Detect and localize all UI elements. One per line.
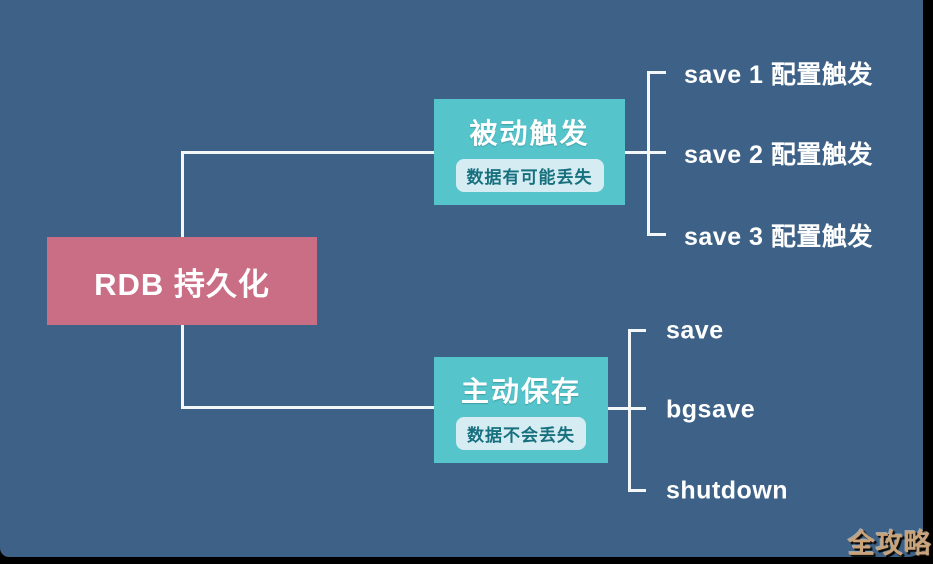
branch2-note-pill: 数据不会丢失 xyxy=(456,417,586,450)
bracket-branch2-tick-top xyxy=(628,329,646,332)
leaf-save: save xyxy=(666,316,724,345)
connector-branch2-to-bracket xyxy=(608,407,646,410)
node-rdb-root: RDB 持久化 xyxy=(47,237,317,325)
bracket-branch1-tick-top xyxy=(647,71,666,74)
diagram-background: RDB 持久化 被动触发 数据有可能丢失 主动保存 数据不会丢失 save 1 … xyxy=(0,0,923,557)
leaf-save2-config: save 2 配置触发 xyxy=(684,141,873,169)
leaf-save1-config: save 1 配置触发 xyxy=(684,61,873,89)
connector-branch1-to-bracket xyxy=(625,151,666,154)
leaf-bgsave: bgsave xyxy=(666,395,756,424)
connector-root-to-branch2 xyxy=(181,406,434,409)
branch1-note-pill: 数据有可能丢失 xyxy=(455,159,604,192)
leaf-save3-config: save 3 配置触发 xyxy=(684,223,873,251)
node-active-save: 主动保存 数据不会丢失 xyxy=(434,357,608,463)
branch2-title: 主动保存 xyxy=(460,376,581,407)
bracket-branch1 xyxy=(647,71,650,236)
branch1-title: 被动触发 xyxy=(469,118,590,149)
bracket-branch2-tick-bottom xyxy=(628,489,646,492)
watermark-text: 全攻略 xyxy=(848,529,932,559)
connector-root-to-branch1 xyxy=(181,151,434,154)
bracket-branch1-tick-bottom xyxy=(647,233,666,236)
bracket-branch2 xyxy=(628,329,631,492)
root-node-label: RDB 持久化 xyxy=(94,266,270,302)
leaf-shutdown: shutdown xyxy=(666,476,789,505)
node-passive-trigger: 被动触发 数据有可能丢失 xyxy=(434,99,625,205)
